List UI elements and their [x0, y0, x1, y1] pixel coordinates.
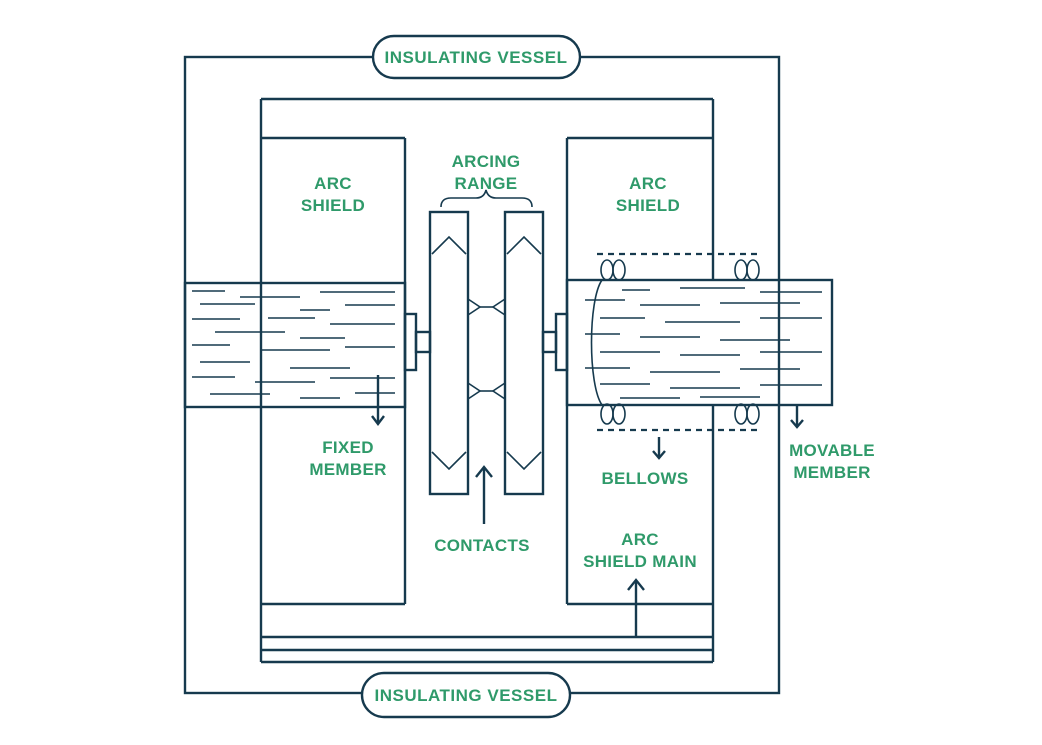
arcing-range-label-line2: RANGE: [455, 174, 518, 193]
contacts-arrow: [475, 465, 493, 524]
arc-shield-left-label-line2: SHIELD: [301, 196, 365, 215]
inner-chamber: [259, 97, 715, 664]
bellows-arrow: [652, 437, 666, 460]
arc-shield-right-label-line2: SHIELD: [616, 196, 680, 215]
movable-member-label-line1: MOVABLE: [789, 441, 875, 460]
arc-shield-right-label-line1: ARC: [629, 174, 667, 193]
arc-shield-main-label-line2: SHIELD MAIN: [583, 552, 697, 571]
fixed-member-label-line2: MEMBER: [309, 460, 386, 479]
insulating-vessel-top-tag: INSULATING VESSEL: [371, 34, 582, 80]
insulating-vessel-bottom-label: INSULATING VESSEL: [375, 686, 558, 705]
bellows-label: BELLOWS: [601, 469, 688, 488]
fixed-member-arrow: [371, 375, 385, 426]
arc-shield-main-arrow: [627, 578, 645, 637]
movable-member-arrow: [790, 405, 804, 429]
arcing-range-label-line1: ARCING: [452, 152, 521, 171]
arc-shield-left-label-line1: ARC: [314, 174, 352, 193]
movable-member-rod: [541, 278, 834, 407]
insulating-vessel-bottom-tag: INSULATING VESSEL: [360, 671, 572, 719]
fixed-member-rod: [183, 281, 432, 409]
fixed-member-label-line1: FIXED: [322, 438, 374, 457]
contacts: [428, 210, 545, 496]
arc-shield-main-label-line1: ARC: [621, 530, 659, 549]
contacts-label: CONTACTS: [434, 536, 530, 555]
insulating-vessel-top-label: INSULATING VESSEL: [385, 48, 568, 67]
arcing-range-brace: [440, 189, 533, 208]
bellows: [597, 252, 760, 432]
movable-member-label-line2: MEMBER: [793, 463, 870, 482]
